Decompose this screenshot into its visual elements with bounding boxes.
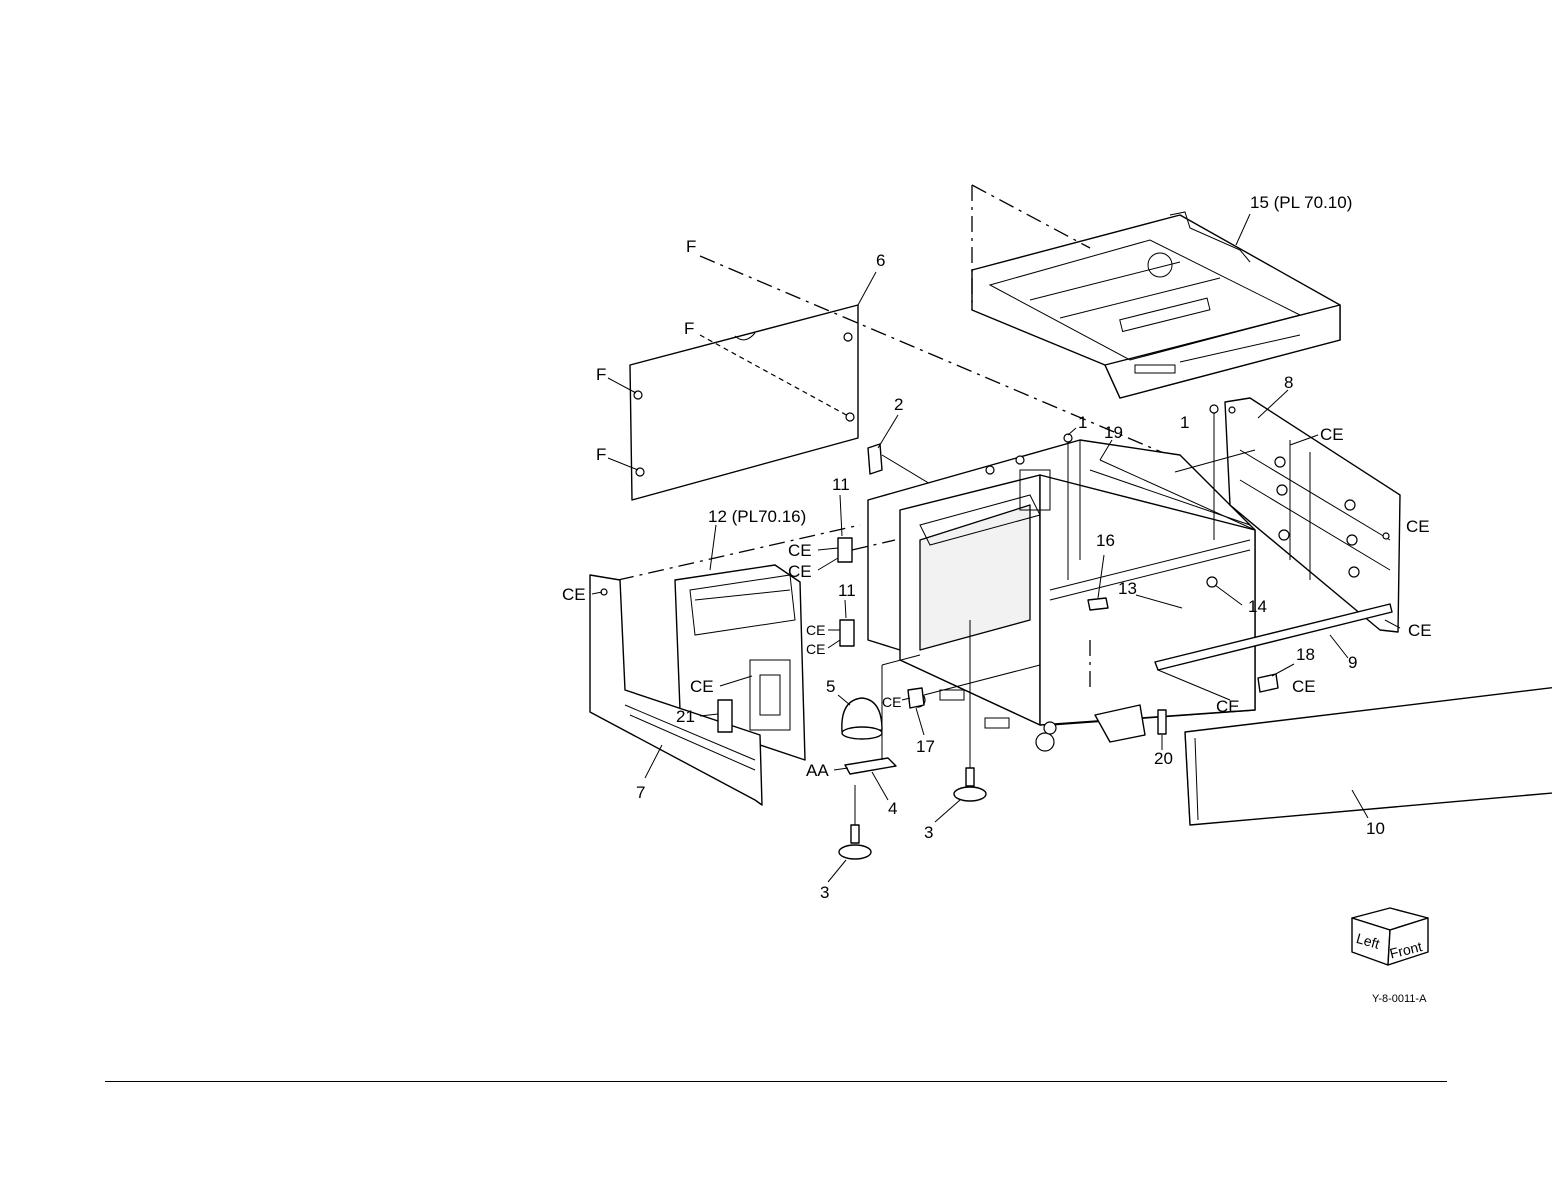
callout-CE5: CE	[562, 585, 586, 604]
callout-CE4: CE	[788, 562, 812, 581]
part-11-bracket-b	[840, 620, 854, 646]
part-4-caster-plate	[845, 758, 896, 774]
leader-CE7	[828, 640, 840, 648]
footer-rule	[105, 1081, 1447, 1082]
callout-13: 13	[1118, 579, 1137, 598]
dashline-tray-top	[972, 185, 1090, 248]
image-id-label: Y-8-0011-A	[1372, 993, 1427, 1005]
leader-18	[1272, 664, 1294, 676]
callout-9: 9	[1348, 653, 1357, 672]
leader-15	[1236, 214, 1250, 245]
callout-CE1: CE	[1320, 425, 1344, 444]
callout-16: 16	[1096, 531, 1115, 550]
part-2-bracket	[868, 444, 882, 474]
part-18-bracket	[1258, 674, 1278, 692]
leader-17	[916, 708, 924, 735]
callout-CE11: CE	[882, 694, 901, 710]
callout-6: 6	[876, 251, 885, 270]
callout-CE3: CE	[788, 541, 812, 560]
callout-F3: F	[596, 365, 606, 384]
leader-7	[645, 745, 662, 778]
callout-7: 7	[636, 783, 645, 802]
leader-AA	[834, 768, 848, 770]
callout-F1: F	[686, 237, 696, 256]
callout-5: 5	[826, 677, 835, 696]
part-15-paper-tray	[972, 212, 1340, 398]
leader-CE4	[818, 558, 838, 570]
callout-10: 10	[1366, 819, 1385, 838]
leader-11b	[845, 600, 846, 618]
callout-CE12: CE	[690, 677, 714, 696]
callout-CE7: CE	[806, 641, 825, 657]
callout-AA: AA	[806, 761, 829, 780]
part-17-bracket	[908, 688, 924, 708]
callout-4: 4	[888, 799, 897, 818]
callout-CE10: CE	[1216, 697, 1240, 716]
main-frame-assembly	[868, 440, 1255, 751]
orientation-cube: Left Front	[1352, 908, 1428, 965]
leader-CE3	[818, 548, 838, 550]
callout-20: 20	[1154, 749, 1173, 768]
leader-4	[872, 772, 888, 800]
callout-CE2: CE	[1406, 517, 1430, 536]
callout-15: 15 (PL 70.10)	[1250, 193, 1352, 212]
callout-3b: 3	[924, 823, 933, 842]
leader-12	[710, 525, 716, 570]
callout-11b: 11	[838, 581, 856, 600]
part-20-pad	[1158, 710, 1166, 734]
callout-F4: F	[596, 445, 606, 464]
part-5-knob	[842, 698, 882, 739]
part-1-screw-b	[1210, 405, 1218, 413]
part-11-bracket-a	[838, 538, 852, 562]
part-21-guide	[718, 700, 732, 732]
leader-6	[858, 272, 876, 305]
part-3-foot-a	[839, 785, 871, 859]
leader-1a	[1068, 428, 1076, 435]
part-6-side-cover	[630, 305, 858, 500]
part-1-screw-a	[1064, 434, 1072, 442]
callout-1b: 1	[1180, 413, 1189, 432]
part-14-pin	[1207, 577, 1217, 587]
callout-11a: 11	[832, 475, 850, 494]
callout-CE8: CE	[1408, 621, 1432, 640]
leader-2	[878, 415, 898, 448]
leader-9	[1330, 635, 1348, 658]
callout-19: 19	[1104, 423, 1123, 442]
callout-3a: 3	[820, 883, 829, 902]
callout-CE9: CE	[1292, 677, 1316, 696]
callout-1a: 1	[1078, 413, 1087, 432]
callout-2: 2	[894, 395, 903, 414]
leader-3b	[935, 800, 960, 822]
leader-5	[838, 695, 850, 705]
part-16-bracket	[1088, 598, 1108, 610]
callout-CE6: CE	[806, 622, 825, 638]
callout-8: 8	[1284, 373, 1293, 392]
callout-F2: F	[684, 319, 694, 338]
callout-12: 12 (PL70.16)	[708, 507, 806, 526]
callout-21: 21	[676, 707, 695, 726]
leader-3a	[828, 860, 846, 882]
callout-17: 17	[916, 737, 935, 756]
callout-14: 14	[1248, 597, 1267, 616]
callout-18: 18	[1296, 645, 1315, 664]
